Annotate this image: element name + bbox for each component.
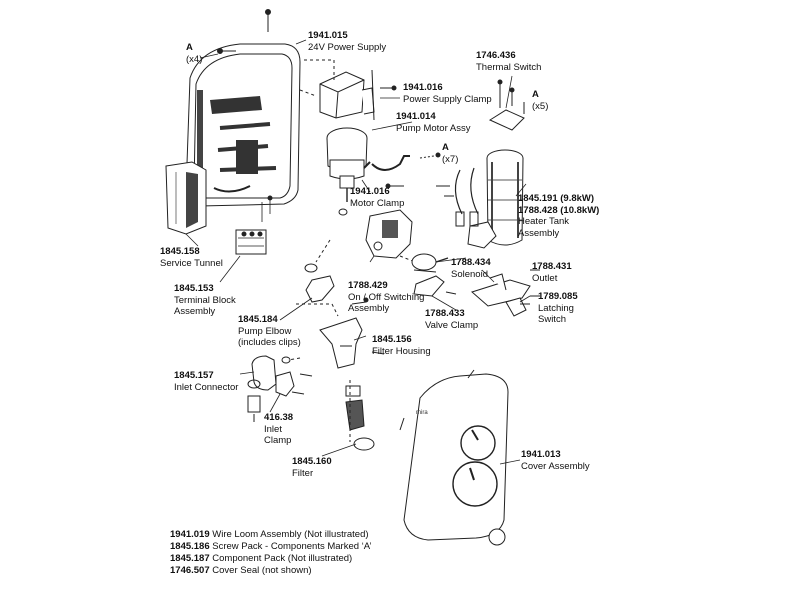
filter-housing-part xyxy=(319,297,385,369)
label-service-tunnel: 1845.158 Service Tunnel xyxy=(160,246,223,269)
rear-case xyxy=(185,43,301,207)
thermal-switch-part xyxy=(488,79,525,131)
solenoid-part xyxy=(411,253,449,273)
label-heater-tank: 1845.191 (9.8kW) 1788.428 (10.8kW) Heate… xyxy=(518,193,600,239)
label-valve-clamp: 1788.433 Valve Clamp xyxy=(425,308,479,331)
on-off-switching-part xyxy=(365,209,421,265)
terminal-block-part xyxy=(235,195,273,255)
label-on-off-switching: 1788.429 On / Off Switching Assembly xyxy=(348,280,425,314)
label-filter: 1845.160 Filter xyxy=(292,456,332,479)
label-pump-motor-assy: 1941.014 Pump Motor Assy xyxy=(396,111,471,134)
leader-line xyxy=(299,89,317,97)
svg-text:mira: mira xyxy=(416,410,428,416)
label-inlet-clamp: 416.38 Inlet Clamp xyxy=(264,412,294,446)
label-24v-power-supply: 1941.015 24V Power Supply xyxy=(308,30,387,53)
label-outlet: 1788.431 Outlet xyxy=(532,261,572,284)
label-screw-a-top: A (x4) xyxy=(186,42,203,65)
latching-switch-part xyxy=(505,297,530,317)
service-tunnel-part xyxy=(165,161,207,235)
inlet-clamp-part xyxy=(275,371,313,397)
parts-notes: 1941.019 Wire Loom Assembly (Not illustr… xyxy=(170,529,372,577)
label-motor-clamp: 1941.016 Motor Clamp xyxy=(350,186,405,209)
valve-clamp-part xyxy=(413,275,457,297)
heater-tank-part xyxy=(436,149,524,249)
leader-lines xyxy=(185,39,531,465)
label-thermal-switch: 1746.436 Thermal Switch xyxy=(476,50,542,73)
inlet-connector-part xyxy=(247,355,301,422)
note-row: 1746.507 Cover Seal (not shown) xyxy=(170,565,312,576)
label-screw-a-mid: A (x7) xyxy=(442,142,459,165)
note-row: 1845.186 Screw Pack - Components Marked … xyxy=(170,541,372,552)
leader-line xyxy=(304,59,335,80)
label-cover-assembly: 1941.013 Cover Assembly xyxy=(521,449,590,472)
label-terminal-block: 1845.153 Terminal Block Assembly xyxy=(174,283,236,317)
note-row: 1845.187 Component Pack (Not illustrated… xyxy=(170,553,353,564)
power-supply-part xyxy=(319,69,397,121)
label-inlet-connector: 1845.157 Inlet Connector xyxy=(174,370,239,393)
screw-icon xyxy=(217,9,271,54)
label-pump-elbow: 1845.184 Pump Elbow (includes clips) xyxy=(238,314,301,348)
pump-elbow-part xyxy=(296,239,339,317)
pump-motor-part xyxy=(326,127,368,216)
motor-clamp-part xyxy=(363,152,441,189)
note-row: 1941.019 Wire Loom Assembly (Not illustr… xyxy=(170,529,369,540)
label-latching-switch: 1789.085 Latching Switch xyxy=(538,291,578,325)
cover-assembly-part: mira xyxy=(399,369,509,546)
label-power-supply-clamp: 1941.016 Power Supply Clamp xyxy=(403,82,492,105)
label-filter-housing: 1845.156 Filter Housing xyxy=(372,334,431,357)
filter-part xyxy=(345,380,375,451)
label-solenoid: 1788.434 Solenoid xyxy=(451,257,491,280)
label-screw-a-right: A (x5) xyxy=(532,89,549,112)
